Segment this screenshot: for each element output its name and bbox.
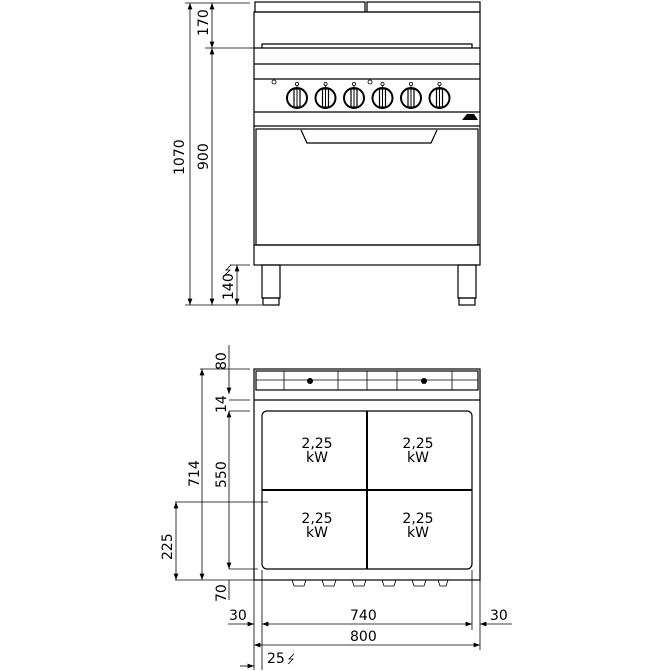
feet-outline (291, 579, 449, 587)
control-knob[interactable] (428, 82, 451, 109)
control-knob[interactable] (314, 82, 337, 109)
adjustable-icon (287, 653, 295, 665)
dim-gap: 14 (214, 395, 230, 413)
dim-side: 25 (267, 651, 285, 667)
control-knob[interactable] (286, 82, 308, 109)
top-lip (261, 43, 473, 48)
dim-top-height: 170 (196, 9, 212, 36)
dim-body-height: 900 (196, 143, 212, 170)
plate-unit: kW (407, 525, 429, 541)
hotplate: 2,25 kW (402, 436, 433, 466)
control-knobs (286, 82, 451, 109)
leg-right (457, 264, 477, 299)
leg-left (261, 264, 281, 299)
dim-leg-height: 140 (221, 273, 237, 300)
dim-right-margin: 30 (490, 608, 508, 624)
top-view: 2,25 kW 2,25 kW 2,25 kW 2,25 kW 80 14 71… (160, 345, 512, 670)
control-knob[interactable] (371, 82, 394, 109)
plate-unit: kW (306, 450, 328, 466)
hotplate: 2,25 kW (301, 436, 332, 466)
dim-depth: 714 (187, 460, 203, 487)
dim-adjust: 225 (160, 533, 176, 560)
hotplate-top-right (366, 1, 481, 13)
cooker-top-outline (253, 368, 481, 581)
hotplate-top-left (254, 1, 366, 13)
indicator-light-icon (271, 79, 277, 85)
dim-left-margin: 30 (229, 608, 247, 624)
cooker-body (253, 11, 481, 266)
adjustable-icon (224, 264, 232, 276)
plate-unit: kW (306, 525, 328, 541)
hotplate: 2,25 kW (402, 511, 433, 541)
hotplate: 2,25 kW (301, 511, 332, 541)
plate-unit: kW (407, 450, 429, 466)
warning-triangle-icon (462, 114, 478, 120)
dim-plate-depth: 550 (214, 461, 230, 488)
indicator-light-icon (367, 79, 373, 85)
plate-power: 2,25 (301, 436, 332, 452)
dim-total-height: 1070 (172, 139, 188, 175)
oven-door-handle[interactable] (300, 129, 438, 144)
plate-power: 2,25 (402, 436, 433, 452)
dim-total-width: 800 (350, 629, 377, 645)
control-knob[interactable] (343, 82, 365, 109)
control-knob[interactable] (400, 82, 422, 109)
front-view: 1070 170 900 140 (172, 1, 481, 306)
dim-plate-width: 740 (350, 608, 377, 624)
plate-power: 2,25 (301, 511, 332, 527)
dim-back-rail: 80 (214, 352, 230, 370)
dim-front: 70 (214, 584, 230, 602)
plate-power: 2,25 (402, 511, 433, 527)
oven-door (255, 128, 479, 246)
